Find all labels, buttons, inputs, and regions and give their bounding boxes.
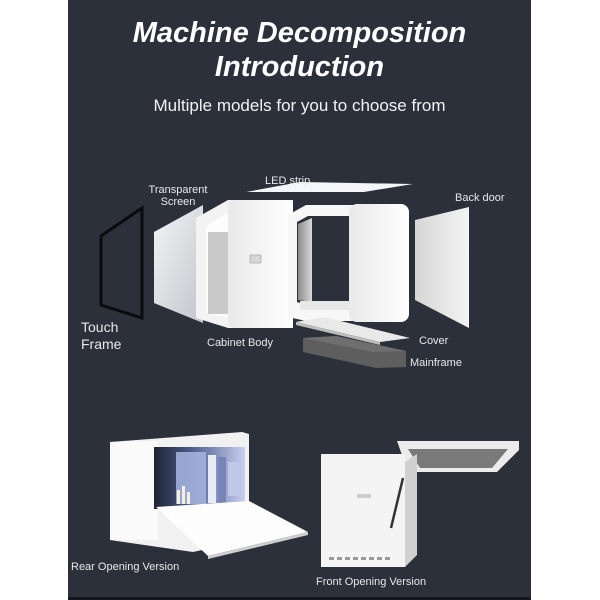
label-cover: Cover	[419, 335, 449, 347]
bottom-border	[68, 597, 531, 600]
label-back-door: Back door	[455, 192, 505, 204]
mainframe-part	[303, 336, 406, 368]
label-transparent-screen-2: Screen	[160, 196, 196, 208]
label-led-strip: LED strip	[265, 175, 311, 187]
rear-opening-cabinet	[110, 432, 308, 559]
product-panel: Machine Decomposition Introduction Multi…	[68, 0, 531, 597]
frame-box-part	[288, 204, 409, 322]
front-opening-cabinet	[321, 441, 519, 567]
page-subtitle: Multiple models for you to choose from	[153, 96, 446, 115]
label-rear-opening-version: Rear Opening Version	[71, 561, 180, 573]
label-cabinet-body: Cabinet Body	[207, 337, 274, 349]
touch-frame-part	[99, 205, 144, 321]
lock-icon	[249, 254, 262, 264]
label-touch-frame-1: Touch	[81, 319, 119, 335]
transparent-screen-part	[154, 205, 203, 323]
page-title-line1: Machine Decomposition	[132, 17, 467, 49]
led-strip-part	[246, 182, 413, 192]
back-door-part	[415, 207, 469, 328]
cabinet-body-part	[196, 200, 293, 328]
label-touch-frame-2: Frame	[81, 336, 122, 352]
page-title-line2: Introduction	[214, 51, 385, 83]
label-front-opening-version: Front Opening Version	[316, 576, 427, 588]
label-mainframe: Mainframe	[410, 357, 462, 369]
vent-slots	[329, 557, 390, 560]
exploded-view-illustration	[99, 182, 519, 567]
label-transparent-screen-1: Transparent	[148, 184, 208, 196]
cover-part	[296, 317, 410, 345]
